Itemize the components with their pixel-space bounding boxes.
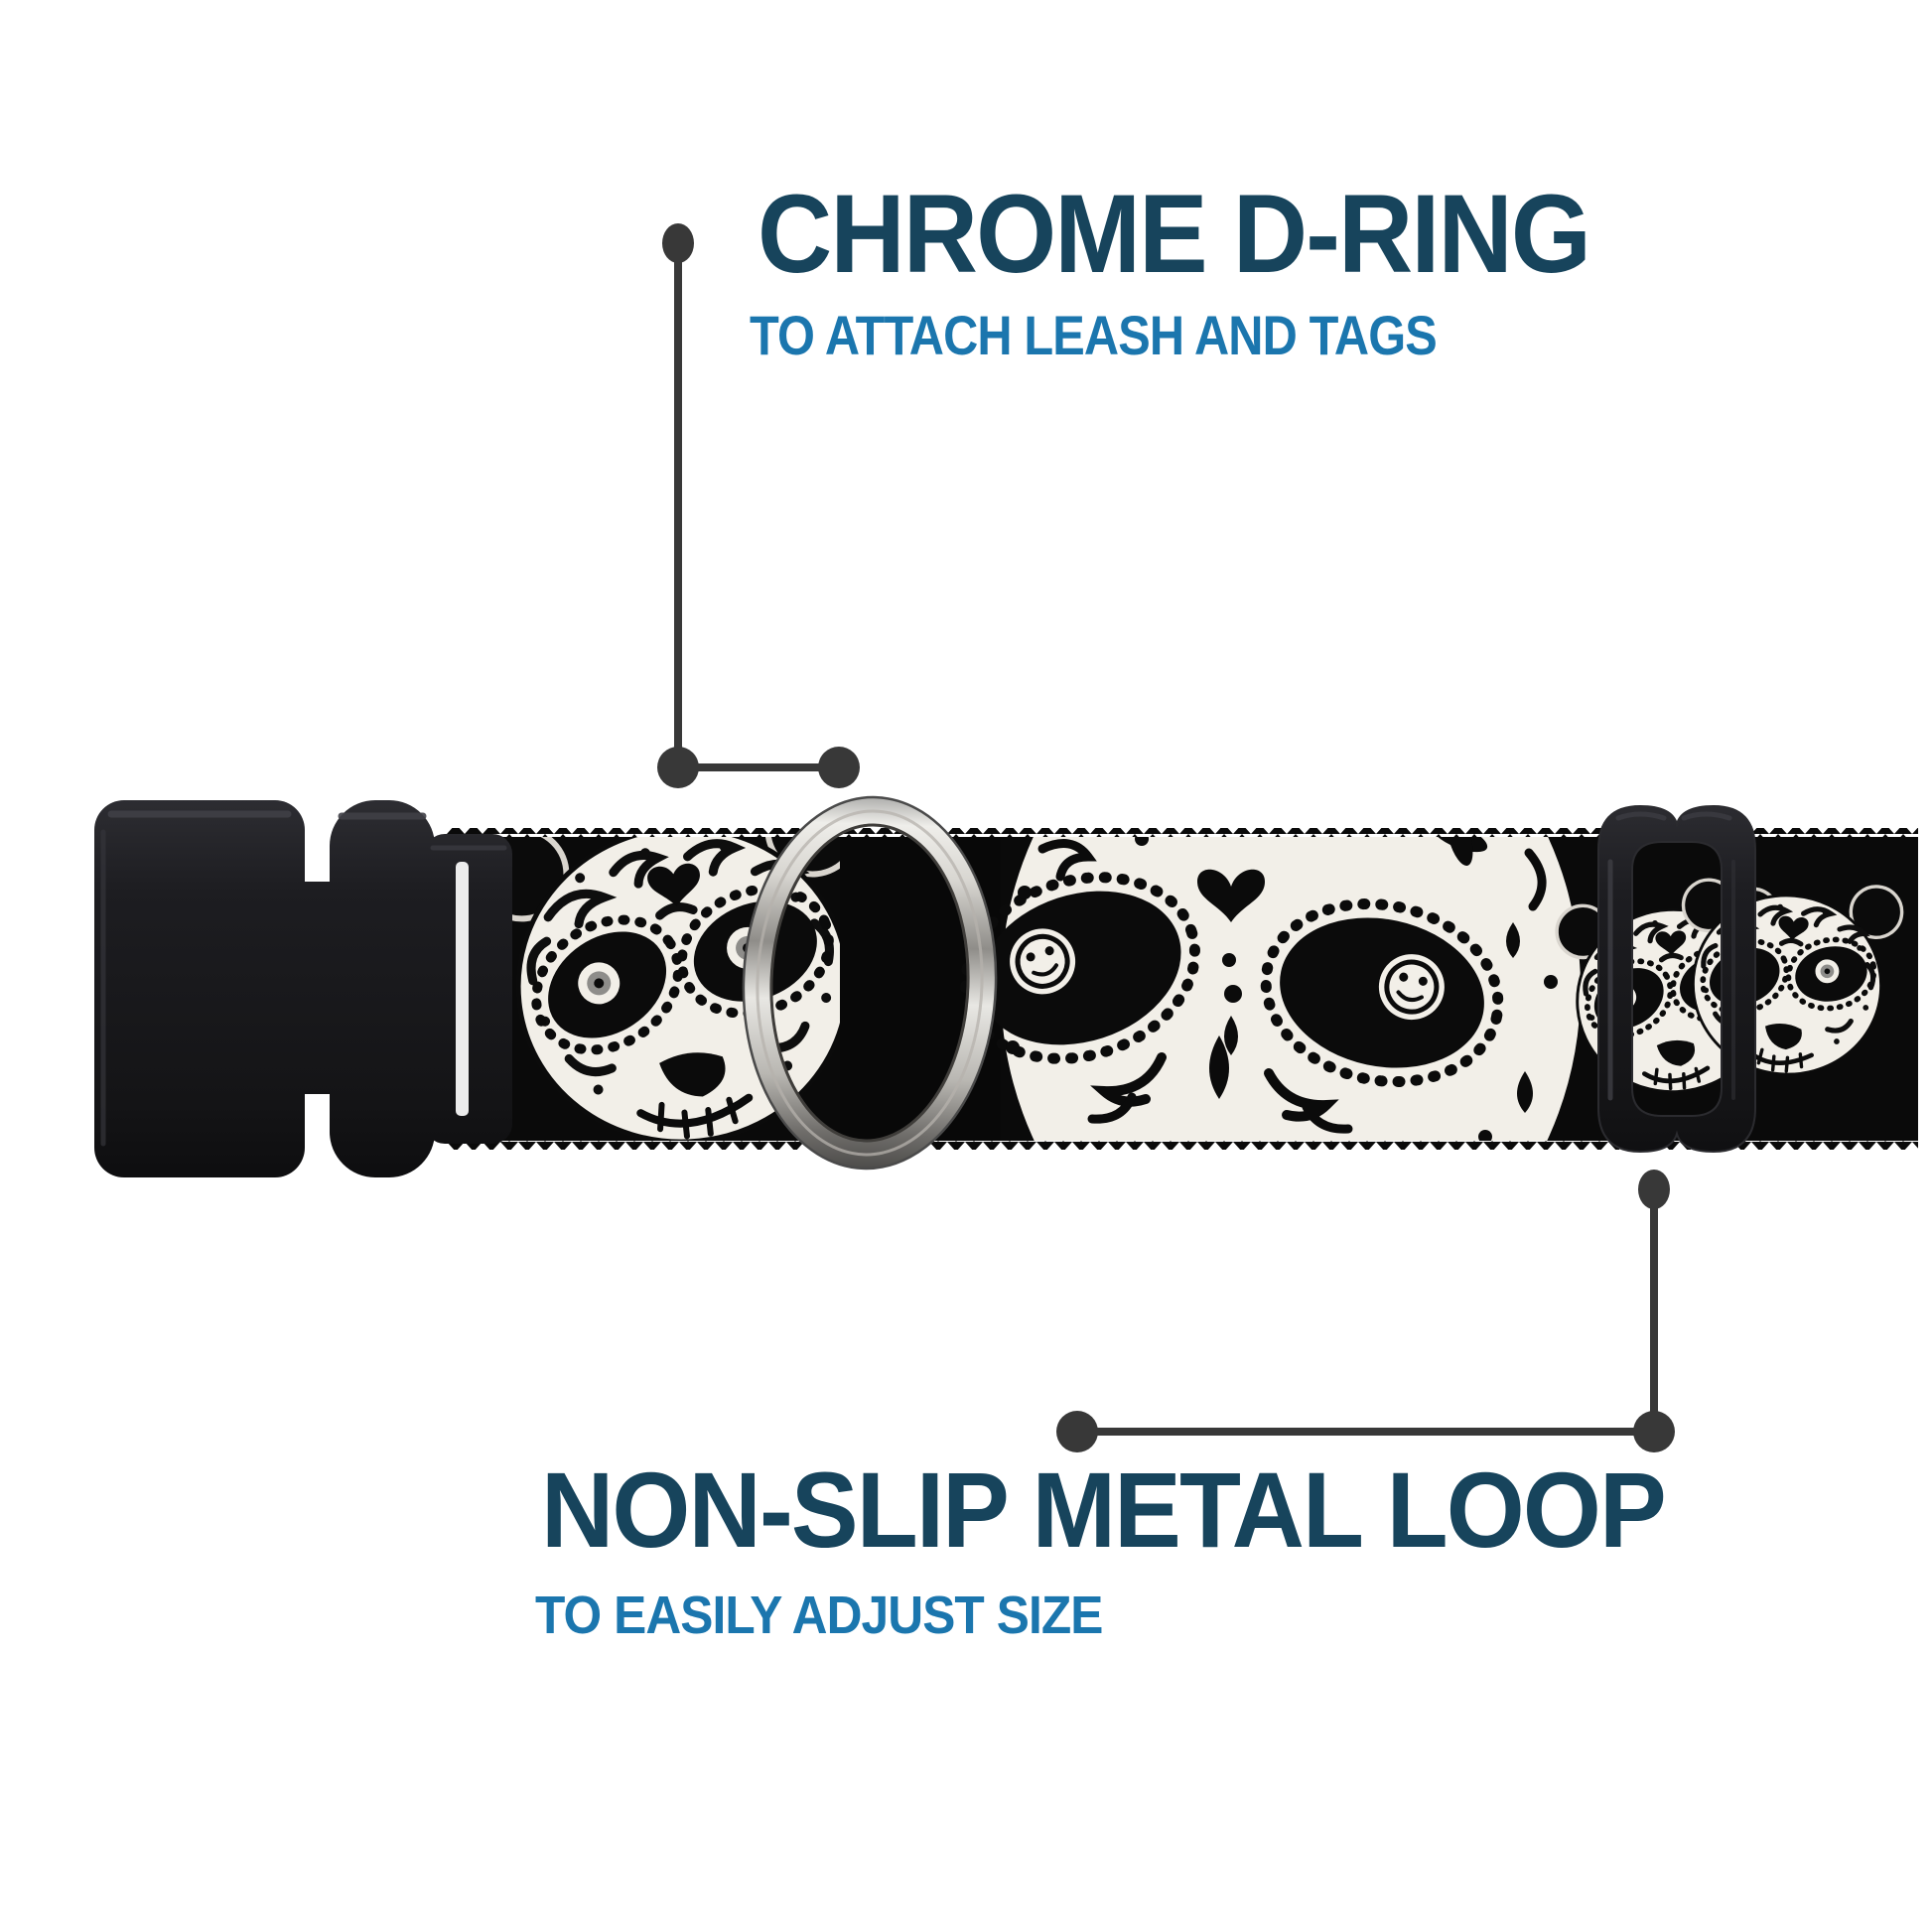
callout-lines [674, 256, 1658, 1436]
callout-dot-dring-label [662, 223, 694, 263]
callout-title-metal-loop: NON-SLIP METAL LOOP [541, 1449, 1667, 1570]
metal-loop-slider [1597, 804, 1756, 1154]
callout-subtitle-d-ring: TO ATTACH LEASH AND TAGS [750, 304, 1438, 366]
buckle [94, 800, 512, 1177]
buckle-slot [456, 862, 469, 1116]
callout-dot-dring-corner [657, 747, 699, 788]
callout-subtitle-metal-loop: TO EASILY ADJUST SIZE [535, 1586, 1103, 1645]
callout-dot-loop-label [1056, 1411, 1098, 1452]
callout-dot-loop-target [1638, 1170, 1670, 1209]
callout-dot-dring-target [818, 747, 860, 788]
callout-title-d-ring: CHROME D-RING [758, 172, 1591, 296]
chrome-d-ring [742, 795, 998, 1171]
callout-dot-loop-corner [1633, 1411, 1675, 1452]
paisley-skull-print [960, 837, 1581, 1141]
callout-dots [657, 223, 1675, 1452]
